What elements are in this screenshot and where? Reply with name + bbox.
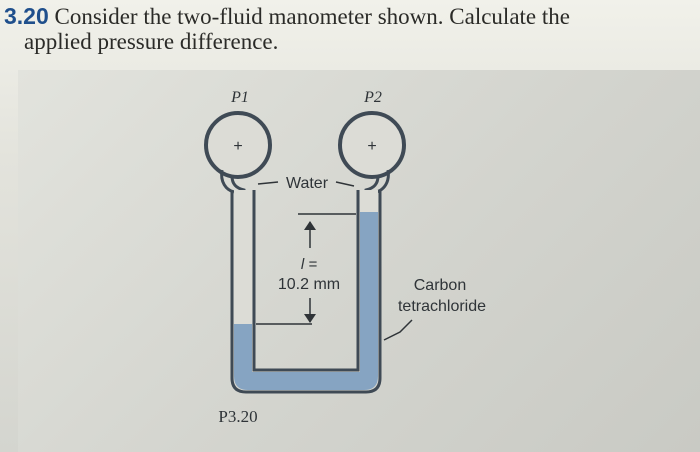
- water-label: Water: [286, 175, 329, 192]
- problem-number: 3.20: [4, 3, 49, 29]
- left-neck: [230, 175, 246, 192]
- ccl4-label-line2: tetrachloride: [398, 298, 486, 315]
- figure-caption: P3.20: [218, 407, 257, 426]
- tube-inner-wall: [252, 190, 360, 372]
- problem-statement: 3.20 Consider the two-fluid manometer sh…: [4, 3, 694, 55]
- right-plus: +: [367, 138, 376, 155]
- right-bulb: [338, 111, 406, 179]
- left-bulb: [204, 111, 272, 179]
- ccl4-leader: [383, 319, 413, 341]
- height-value: 10.2 mm: [278, 276, 340, 293]
- left-leg-water: [234, 190, 252, 324]
- water-leader-left: [257, 181, 279, 185]
- right-neck: [364, 175, 380, 192]
- left-plus: +: [233, 138, 242, 155]
- p2-label: P2: [363, 89, 382, 106]
- ccl4-label-line1: Carbon: [414, 277, 466, 294]
- ccl4-fill: [234, 212, 378, 390]
- right-leg-water: [360, 190, 378, 212]
- problem-text-line2: applied pressure difference.: [24, 29, 279, 54]
- height-symbol: l =: [301, 256, 318, 273]
- p1-label: P1: [230, 89, 249, 106]
- tube-outer-wall: [230, 190, 382, 394]
- problem-text-line1: Consider the two-fluid manometer shown. …: [54, 4, 570, 29]
- arrow-down-head: [304, 314, 316, 323]
- arrow-up-head: [304, 221, 316, 230]
- water-leader-right: [335, 181, 355, 187]
